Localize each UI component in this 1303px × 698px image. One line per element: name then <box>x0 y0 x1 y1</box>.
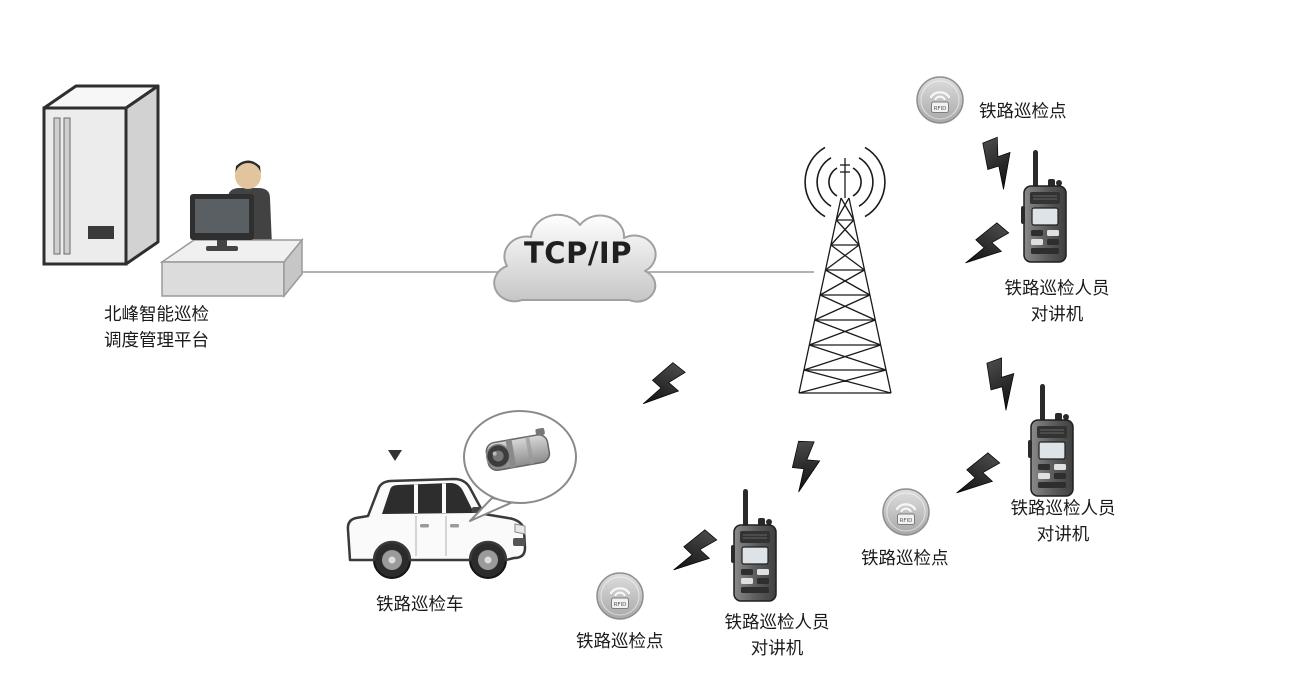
rfid-point-icon <box>881 487 931 537</box>
radio-label-mid-line1: 铁路巡检人员 <box>1010 499 1116 519</box>
cloud-icon <box>493 213 657 303</box>
inspection-vehicle-icon <box>346 477 527 579</box>
platform-label-line2: 调度管理平台 <box>104 331 209 352</box>
signal-waves-icon <box>804 146 886 218</box>
lightning-bolt-icon <box>788 438 824 493</box>
inspection-point-label-mid: 铁路巡检点 <box>861 549 949 569</box>
radio-label-mid-line2: 对讲机 <box>1036 525 1090 546</box>
monitor-icon <box>190 194 254 251</box>
lightning-bolt-icon <box>670 524 721 583</box>
lightning-bolt-icon <box>974 133 1026 192</box>
lightning-bolt-icon <box>978 353 1029 413</box>
walkie-talkie-icon <box>730 488 777 602</box>
radio-tower-icon <box>798 146 892 394</box>
platform-label: 北峰智能巡检 调度管理平台 <box>104 302 209 355</box>
rfid-point-icon <box>915 75 965 125</box>
radio-label-bottom-line2: 对讲机 <box>750 639 804 660</box>
camera-icon <box>485 427 551 472</box>
location-marker-icon <box>388 450 402 461</box>
inspection-point-label-bottom: 铁路巡检点 <box>576 632 664 652</box>
radio-label-top-line1: 铁路巡检人员 <box>1004 279 1110 299</box>
inspection-point-label-top: 铁路巡检点 <box>979 102 1067 122</box>
radio-label-bottom-line1: 铁路巡检人员 <box>724 613 830 633</box>
desk-front <box>161 261 285 297</box>
server-tower-icon <box>42 84 160 266</box>
rfid-point-icon <box>595 571 645 621</box>
operator-workstation-icon <box>159 160 304 299</box>
walkie-talkie-icon <box>1020 149 1067 263</box>
radio-label-mid: 铁路巡检人员 对讲机 <box>1006 496 1120 549</box>
lightning-bolt-icon <box>953 447 1004 506</box>
lightning-bolt-icon <box>640 357 690 417</box>
radio-label-top: 铁路巡检人员 对讲机 <box>1000 276 1114 329</box>
lightning-bolt-icon <box>962 217 1013 276</box>
vehicle-label: 铁路巡检车 <box>376 595 464 615</box>
radio-label-top-line2: 对讲机 <box>1030 305 1084 326</box>
speech-bubble-icon <box>463 410 577 522</box>
walkie-talkie-icon <box>1027 383 1074 497</box>
radio-label-bottom: 铁路巡检人员 对讲机 <box>714 610 840 663</box>
desk-side <box>283 237 303 299</box>
cloud-protocol-label: TCP/IP <box>524 236 632 270</box>
platform-label-line1: 北峰智能巡检 <box>104 305 209 325</box>
